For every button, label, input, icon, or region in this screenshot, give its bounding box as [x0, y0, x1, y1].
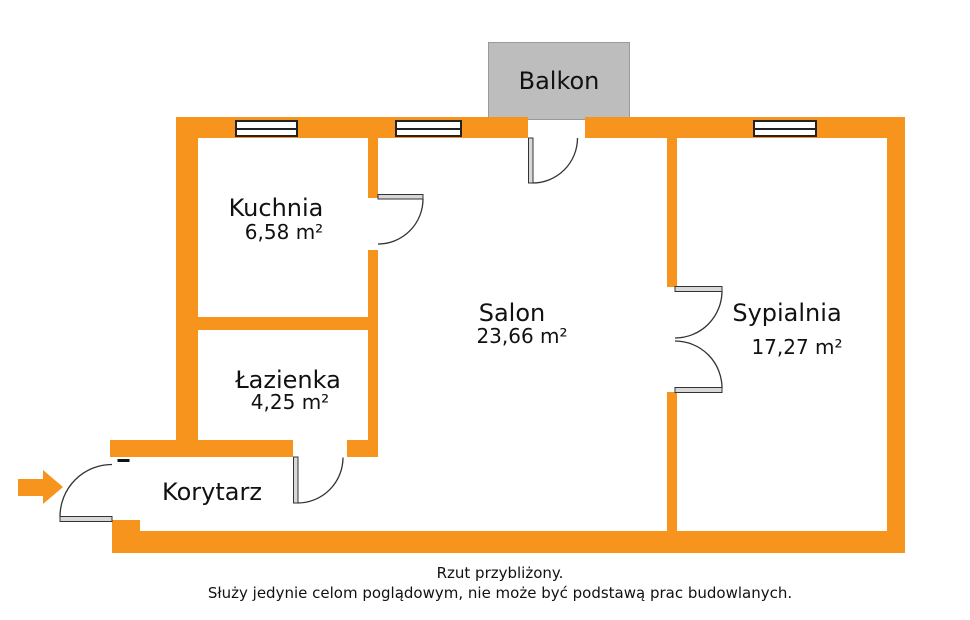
wall-hallway-top — [110, 440, 293, 457]
wall-kitchen-bathroom-divider — [176, 317, 368, 330]
bathroom-door-leaf-icon — [293, 456, 299, 504]
wall-salon-bedroom-upper — [667, 138, 677, 287]
window-kitchen-icon — [235, 120, 298, 137]
room-area-salon: 23,66 m² — [476, 324, 568, 348]
balcony-area: Balkon — [488, 42, 630, 120]
bedroom-double-door-bottom-leaf-icon — [674, 387, 723, 393]
wall-top-right — [585, 117, 905, 138]
bedroom-double-door-bottom-arc-icon — [674, 340, 723, 389]
room-area-bedroom: 17,27 m² — [751, 335, 843, 359]
arrow-right-icon — [18, 470, 63, 504]
wall-kitchen-salon-lower — [368, 250, 378, 457]
wall-salon-bedroom-lower — [667, 392, 677, 531]
kitchen-door-leaf-icon — [377, 194, 424, 200]
wall-right — [887, 117, 905, 553]
room-label-bedroom: Sypialnia — [732, 299, 842, 327]
room-area-kitchen: 6,58 m² — [244, 220, 324, 244]
wall-left — [176, 117, 198, 457]
wall-kitchen-salon-upper — [368, 138, 378, 198]
window-bedroom-icon — [753, 120, 817, 137]
window-pane-divider — [397, 127, 460, 130]
window-salon-icon — [395, 120, 462, 137]
balcony-door-arc-icon — [532, 137, 579, 184]
room-label-hallway: Korytarz — [162, 478, 262, 506]
bedroom-double-door-top-leaf-icon — [674, 286, 723, 292]
room-label-salon: Salon — [478, 299, 546, 327]
wall-top-left — [176, 117, 528, 138]
room-label-kitchen: Kuchnia — [228, 194, 324, 222]
window-pane-divider — [237, 127, 296, 130]
balcony-label: Balkon — [518, 67, 600, 95]
bathroom-door-arc-icon — [297, 457, 344, 504]
kitchen-door-arc-icon — [377, 198, 424, 245]
balcony-door-leaf-icon — [528, 137, 534, 184]
window-pane-divider — [755, 127, 815, 130]
entry-door-leaf-icon — [59, 516, 113, 522]
room-area-bathroom: 4,25 m² — [250, 390, 330, 414]
room-label-bathroom: Łazienka — [235, 366, 341, 394]
wall-bottom-entry-step — [112, 520, 140, 532]
wall-bottom — [112, 531, 905, 553]
entry-door-arc-icon — [59, 463, 113, 517]
caption-line-1: Rzut przybliżony. — [436, 564, 564, 582]
bedroom-double-door-top-arc-icon — [674, 290, 723, 339]
caption-line-2: Służy jedynie celom poglądowym, nie może… — [207, 584, 793, 602]
